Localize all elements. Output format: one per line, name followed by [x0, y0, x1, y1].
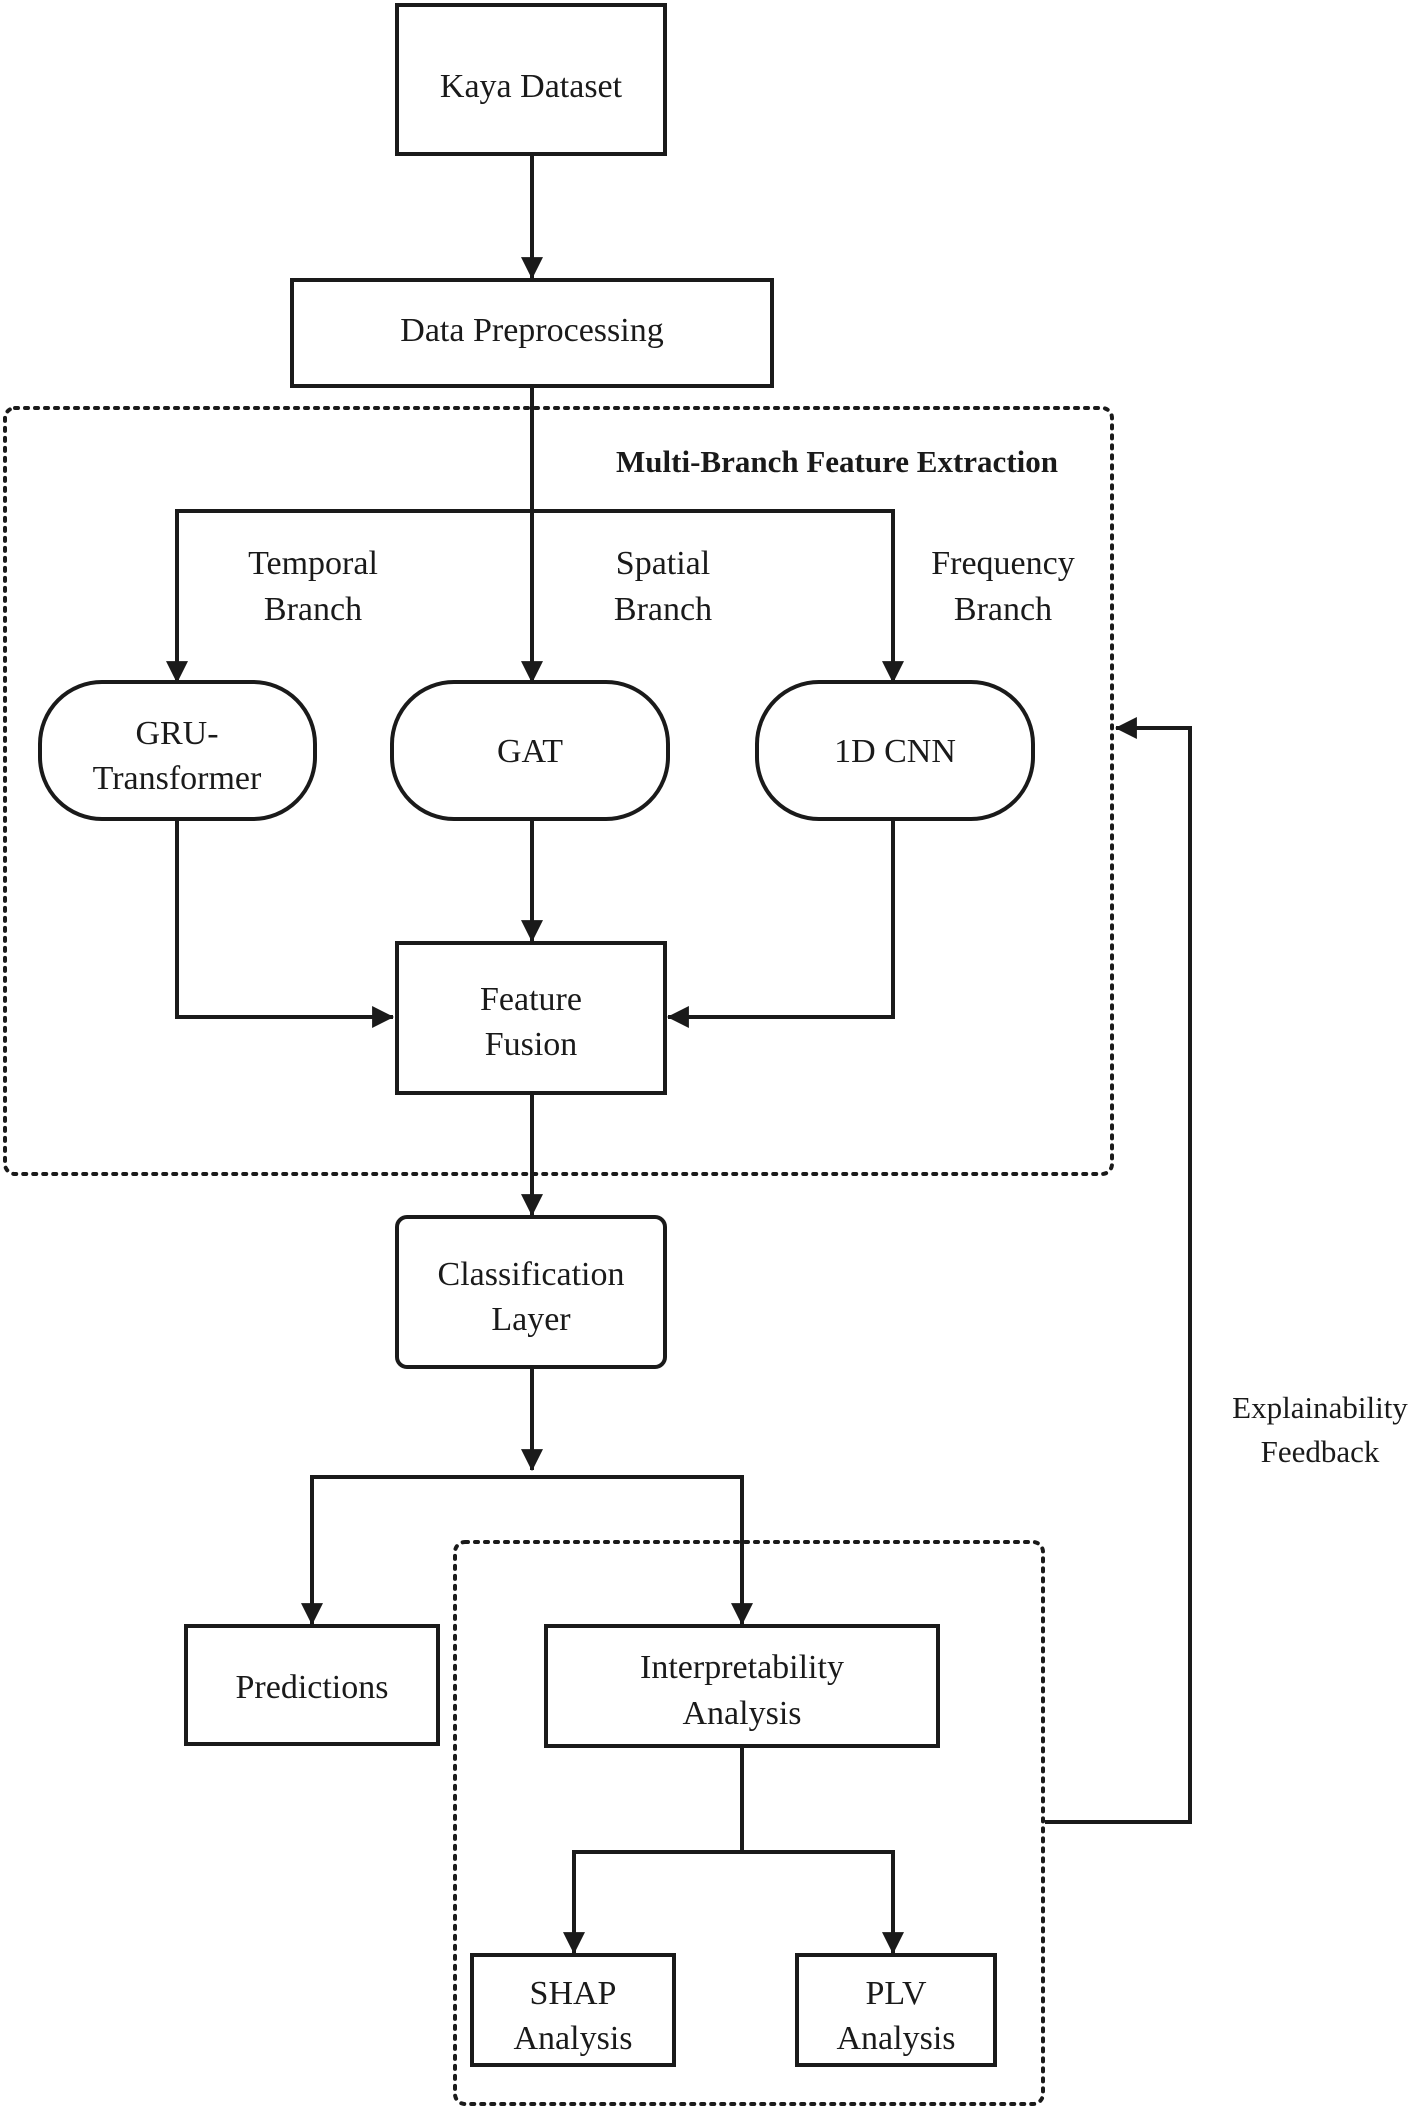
interpretability-analysis-label-line1: Interpretability	[640, 1649, 844, 1686]
branch-labels: Temporal Branch Spatial Branch Frequency…	[248, 545, 1075, 628]
classification-layer-label-line1: Classification	[438, 1256, 625, 1293]
gru-transformer-label-line2: Transformer	[93, 760, 262, 797]
frequency-branch-label-line2: Branch	[954, 591, 1052, 628]
node-1d-cnn: 1D CNN	[755, 680, 1035, 821]
connectors	[166, 154, 1192, 1955]
multi-branch-group-title: Multi-Branch Feature Extraction	[616, 444, 1058, 479]
node-classification-layer: Classification Layer	[395, 1215, 667, 1369]
interpretability-analysis-label-line2: Analysis	[683, 1695, 802, 1732]
node-interpretability-analysis: Interpretability Analysis	[544, 1624, 940, 1748]
node-data-preprocessing: Data Preprocessing	[290, 278, 774, 388]
temporal-branch-label-line1: Temporal	[248, 545, 378, 582]
plv-analysis-label-line2: Analysis	[837, 2020, 956, 2057]
node-kaya-dataset: Kaya Dataset	[395, 3, 667, 156]
node-feature-fusion: Feature Fusion	[395, 941, 667, 1095]
1d-cnn-label: 1D CNN	[834, 733, 956, 770]
feature-fusion-label-line1: Feature	[480, 981, 582, 1018]
node-predictions: Predictions	[184, 1624, 440, 1746]
plv-analysis-label-line1: PLV	[865, 1975, 927, 2012]
kaya-dataset-label: Kaya Dataset	[440, 68, 623, 105]
feature-fusion-label-line2: Fusion	[485, 1026, 578, 1063]
predictions-label: Predictions	[236, 1669, 389, 1706]
node-plv-analysis: PLV Analysis	[795, 1953, 997, 2067]
gru-transformer-label-line1: GRU-	[135, 715, 218, 752]
gat-label: GAT	[497, 733, 563, 770]
multi-branch-group	[3, 406, 1114, 1176]
frequency-branch-label-line1: Frequency	[931, 545, 1075, 582]
edge-explainability-feedback	[1045, 717, 1192, 1824]
data-preprocessing-label: Data Preprocessing	[400, 312, 663, 349]
feedback-label-line1: Explainability	[1232, 1390, 1408, 1425]
temporal-branch-label-line2: Branch	[264, 591, 362, 628]
shap-analysis-label-line2: Analysis	[514, 2020, 633, 2057]
explainability-feedback-label: Explainability Feedback	[1232, 1390, 1408, 1469]
edge-gru-to-fusion	[175, 820, 395, 1028]
spatial-branch-label-line2: Branch	[614, 591, 712, 628]
classification-layer-label-line2: Layer	[491, 1301, 571, 1338]
feedback-label-line2: Feedback	[1261, 1434, 1380, 1469]
interpretability-group	[453, 1540, 1045, 2106]
spatial-branch-label-line1: Spatial	[616, 545, 710, 582]
node-gat: GAT	[390, 680, 670, 821]
node-shap-analysis: SHAP Analysis	[470, 1953, 676, 2067]
edge-cnn-to-fusion	[666, 820, 895, 1028]
shap-analysis-label-line1: SHAP	[530, 1975, 617, 2012]
node-gru-transformer: GRU- Transformer	[38, 680, 317, 821]
